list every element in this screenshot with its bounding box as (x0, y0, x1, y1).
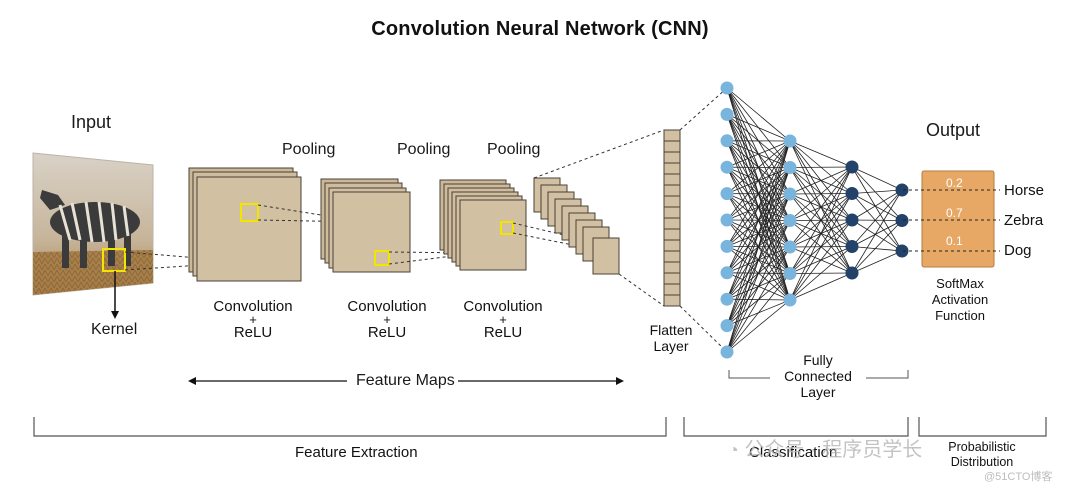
classification-label: Classification (749, 444, 838, 461)
network-node-l3-0 (895, 183, 909, 197)
network-node-l0-7 (720, 266, 734, 280)
feature-map-stack-1 (188, 167, 302, 282)
kernel-label: Kernel (91, 321, 138, 338)
network-node-l0-8 (720, 292, 734, 306)
kernel-arrow-icon (111, 311, 119, 319)
pooling-label-3: Pooling (487, 141, 541, 158)
zebra-shape (40, 190, 140, 268)
input-label: Input (71, 112, 112, 132)
conv-relu-label-3: Convolution + ReLU (463, 298, 543, 341)
network-node-l1-1 (783, 161, 797, 174)
arrow-right-icon (616, 377, 624, 385)
network-node-l0-3 (720, 160, 734, 174)
class-dog: Dog (1004, 242, 1032, 259)
network-node-l0-2 (720, 134, 734, 148)
network-node-l0-0 (720, 81, 734, 95)
conv-relu-label-1: Convolution + ReLU (213, 298, 293, 341)
feature-maps-label: Feature Maps (354, 372, 457, 390)
arrow-left-icon (188, 377, 196, 385)
network-node-l1-6 (783, 293, 797, 307)
prob-zebra: 0.7 (946, 206, 963, 220)
network-node-l1-2 (783, 187, 797, 201)
output-label: Output (926, 120, 981, 140)
network-node-l0-10 (720, 345, 734, 359)
network-node-l0-4 (720, 187, 734, 201)
class-horse: Horse (1004, 182, 1045, 199)
network-nodes (720, 81, 909, 359)
network-node-l2-3 (845, 240, 859, 253)
network-node-l1-4 (783, 240, 797, 254)
network-node-l1-0 (783, 134, 797, 148)
probabilistic-bracket (918, 417, 1047, 437)
network-node-l1-3 (783, 214, 797, 227)
feature-map-stack-2 (320, 178, 411, 273)
wechat-icon: ◔ (728, 440, 739, 460)
kernel-box (102, 248, 126, 272)
network-node-l1-5 (783, 267, 797, 280)
pooling-label-1: Pooling (282, 141, 336, 158)
softmax-label: SoftMax Activation Function (931, 276, 989, 323)
class-zebra: Zebra (1004, 212, 1044, 229)
flatten-layer-label: Flatten Layer (649, 322, 693, 354)
network-node-l0-6 (720, 239, 734, 253)
flatten-layer-column (663, 129, 681, 307)
conv-relu-label-2: Convolution + ReLU (347, 298, 427, 341)
network-node-l2-4 (845, 266, 859, 280)
probabilistic-distribution-label: Probabilistic Distribution (948, 440, 1016, 469)
output-probability-box (921, 170, 995, 268)
classification-bracket (683, 417, 909, 437)
network-node-l3-2 (895, 244, 909, 258)
network-node-l0-1 (720, 107, 734, 121)
prob-dog: 0.1 (946, 234, 963, 248)
network-node-l2-0 (845, 160, 859, 174)
pooling-label-2: Pooling (397, 141, 451, 158)
network-node-l2-2 (845, 213, 859, 227)
feature-extraction-bracket (33, 417, 667, 437)
network-node-l3-1 (895, 214, 909, 227)
input-image (32, 152, 154, 319)
fully-connected-label: Fully Connected Layer (770, 352, 866, 400)
prob-horse: 0.2 (946, 176, 963, 190)
site-watermark: @51CTO博客 (984, 471, 1053, 483)
network-connections (726, 87, 903, 353)
network-node-l0-5 (720, 213, 734, 227)
feature-extraction-label: Feature Extraction (295, 444, 418, 461)
pooled-map-stack-4 (533, 177, 620, 275)
network-node-l2-1 (845, 187, 859, 200)
network-node-l0-9 (720, 319, 734, 333)
diagram-title: Convolution Neural Network (CNN) (371, 18, 709, 40)
wechat-watermark: ◔ 公众号 · 程序员学长 (728, 439, 923, 461)
feature-map-stack-3 (439, 179, 527, 271)
